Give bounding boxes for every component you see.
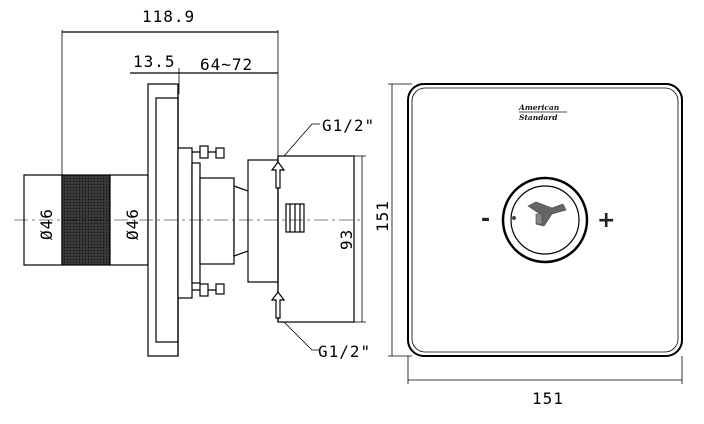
dim-inlet-bottom: G1/2" (318, 342, 371, 361)
indicator-dot (512, 216, 516, 220)
plus-symbol: + (597, 208, 615, 233)
dim-overall-length: 118.9 (142, 7, 195, 26)
flow-arrow-top (270, 161, 286, 189)
lever-icon (527, 201, 567, 227)
dim-inlet-top: G1/2" (322, 116, 375, 135)
dim-body-height: 93 (337, 229, 356, 250)
dim-flange-thickness: 13.5 (133, 52, 176, 71)
side-view (14, 30, 366, 357)
mounting-screw-top (192, 145, 225, 159)
valve-neck (199, 177, 235, 265)
flow-arrow-bottom (270, 291, 286, 319)
front-view (388, 83, 683, 384)
dim-plate-height: 151 (373, 200, 392, 232)
dim-handle-diameter: Ø46 (37, 208, 56, 240)
dim-body-diameter: Ø46 (123, 208, 142, 240)
leader-top (283, 123, 320, 157)
spacer-plate (177, 147, 193, 299)
mounting-screw-bottom (192, 283, 225, 297)
dim-depth-range: 64~72 (200, 55, 253, 74)
svg-text:American: American (518, 103, 559, 112)
minus-symbol: - (481, 207, 490, 232)
leader-bottom (283, 321, 320, 351)
svg-text:Standard: Standard (519, 113, 558, 122)
brand-logo: American Standard (518, 103, 567, 122)
valve-body (277, 155, 355, 323)
dim-plate-width: 151 (532, 389, 564, 408)
